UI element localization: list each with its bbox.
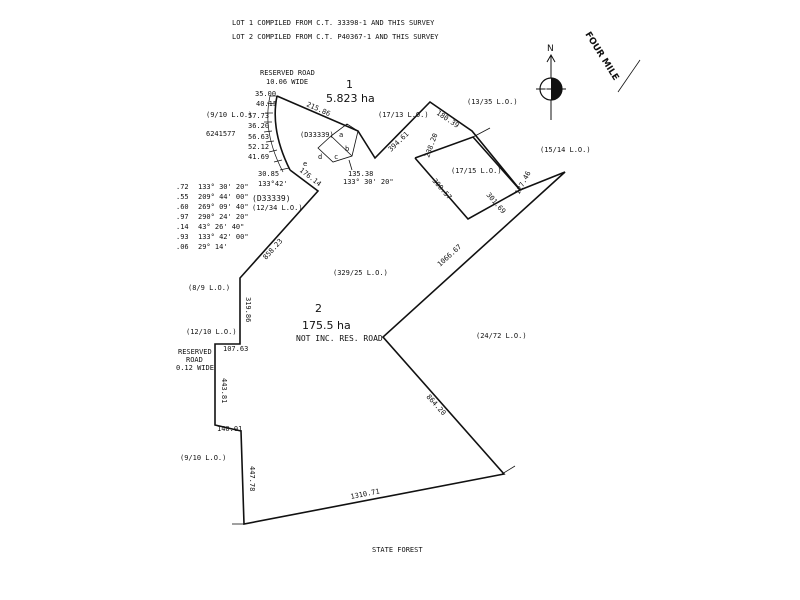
compiled-note-lot2: LOT 2 COMPILED FROM C.T. P40367-1 AND TH…: [232, 33, 439, 41]
bearing-table: .72 133° 30' 20" .55 209° 44' 00" .60 26…: [176, 183, 249, 251]
dim-107: 107.63: [223, 345, 248, 353]
letter-d: d: [318, 153, 322, 161]
parcel-17-13: (17/13 L.O.): [378, 111, 429, 119]
parcel-8-9: (8/9 L.O.): [188, 284, 230, 292]
letter-e: e: [303, 160, 307, 168]
reserved-road-left-2: ROAD: [186, 356, 203, 364]
reserved-road-left-1: RESERVED: [178, 348, 212, 356]
parcel-9-10-top: (9/10 L.O.): [206, 111, 252, 119]
bearing-value: 133° 30' 20": [198, 183, 249, 191]
parcel-15-14: (15/14 L.O.): [540, 146, 591, 154]
lot2-boundary: [214, 169, 566, 525]
bearing-value: 43° 26' 40": [198, 223, 244, 231]
leader-arrow: [348, 159, 353, 171]
north-arrow-icon: [536, 53, 566, 120]
reserved-road-top-2: 10.06 WIDE: [266, 78, 308, 86]
parcel-12-10: (12/10 L.O.): [186, 328, 237, 336]
dim-140: 140.01: [217, 425, 242, 433]
dim-443: 443.81: [220, 378, 228, 403]
dim-238: 238.20: [423, 132, 439, 159]
left-distance-1: 40.15: [256, 100, 277, 108]
parcel-d33339: (D33339): [252, 194, 291, 203]
dim-135-bearing: 133° 30' 20": [343, 178, 394, 186]
lot1-number: 1: [346, 78, 353, 91]
arc-ticks: [263, 95, 290, 171]
lot2-area: 175.5 ha: [302, 319, 351, 332]
dim-447: 447.78: [248, 466, 256, 491]
bearing-dist: .97: [176, 213, 189, 221]
parcel-17-15-label: (17/15 L.O.): [451, 167, 502, 175]
bearing-dist: .72: [176, 183, 189, 191]
left-distance-6: 41.69: [248, 153, 269, 161]
left-distance-2: 57.73: [248, 112, 269, 120]
bearing-dist: .06: [176, 243, 189, 251]
boundary-extension: [472, 127, 491, 138]
parcel-17-15: [414, 136, 522, 221]
left-distance-3: 36.20: [248, 122, 269, 130]
reserved-road-left-3: 0.12 WIDE: [176, 364, 214, 372]
parcel-divider: [330, 135, 353, 157]
bearing-value: 209° 44' 00": [198, 193, 249, 201]
parcel-13-35: (13/35 L.O.): [467, 98, 518, 106]
lot2-number: 2: [315, 302, 322, 315]
road-edge: [617, 59, 641, 93]
lot2-note: NOT INC. RES. ROAD: [296, 334, 383, 343]
bearing-value: 269° 09' 40": [198, 203, 249, 211]
state-forest-label: STATE FOREST: [372, 546, 423, 554]
parcel-9-10-bottom: (9/10 L.O.): [180, 454, 226, 462]
parcel-ref: 6241577: [206, 130, 236, 138]
dim-127: 127.46: [514, 170, 533, 196]
bearing-value: 290° 24' 20": [198, 213, 249, 221]
dim-1066: 1066.67: [436, 243, 463, 269]
compiled-note-lot1: LOT 1 COMPILED FROM C.T. 33398-1 AND THI…: [232, 19, 435, 27]
bearing-dist: .55: [176, 193, 189, 201]
left-distance-4: 56.63: [248, 133, 269, 141]
letter-c: c: [334, 153, 338, 161]
dim-300: 300.57: [430, 177, 453, 201]
dim-180: 180.39: [435, 109, 460, 130]
bearing-value: 29° 14': [198, 243, 228, 251]
bearing-dist: .14: [176, 223, 189, 231]
lot1-arc-boundary: [274, 95, 291, 171]
parcel-329-25: (329/25 L.O.): [333, 269, 388, 277]
left-distance-0: 35.00: [255, 90, 276, 98]
parcel-d33339-small: (D33339): [300, 131, 334, 139]
dim-319: 319.86: [244, 297, 252, 322]
bearing-dist: .93: [176, 233, 189, 241]
left-distance-5: 52.12: [248, 143, 269, 151]
boundary-extension: [501, 465, 516, 475]
north-label: N: [547, 44, 554, 54]
left-angle: 133°42': [258, 180, 288, 188]
parcel-24-72: (24/72 L.O.): [476, 332, 527, 340]
dim-301: 301.69: [484, 191, 507, 215]
letter-a: a: [339, 131, 343, 139]
parcel-12-34: (12/34 L.O.): [252, 204, 303, 212]
left-distance-7: 30.85: [258, 170, 279, 178]
bearing-dist: .60: [176, 203, 189, 211]
reserved-road-arc: [267, 95, 284, 173]
letter-b: b: [345, 145, 349, 153]
reserved-road-top-1: RESERVED ROAD: [260, 69, 315, 77]
road-name-four-mile: FOUR MILE: [582, 30, 620, 82]
bearing-value: 133° 42' 00": [198, 233, 249, 241]
lot1-area: 5.823 ha: [326, 92, 375, 105]
dim-135: 135.38: [348, 170, 373, 178]
